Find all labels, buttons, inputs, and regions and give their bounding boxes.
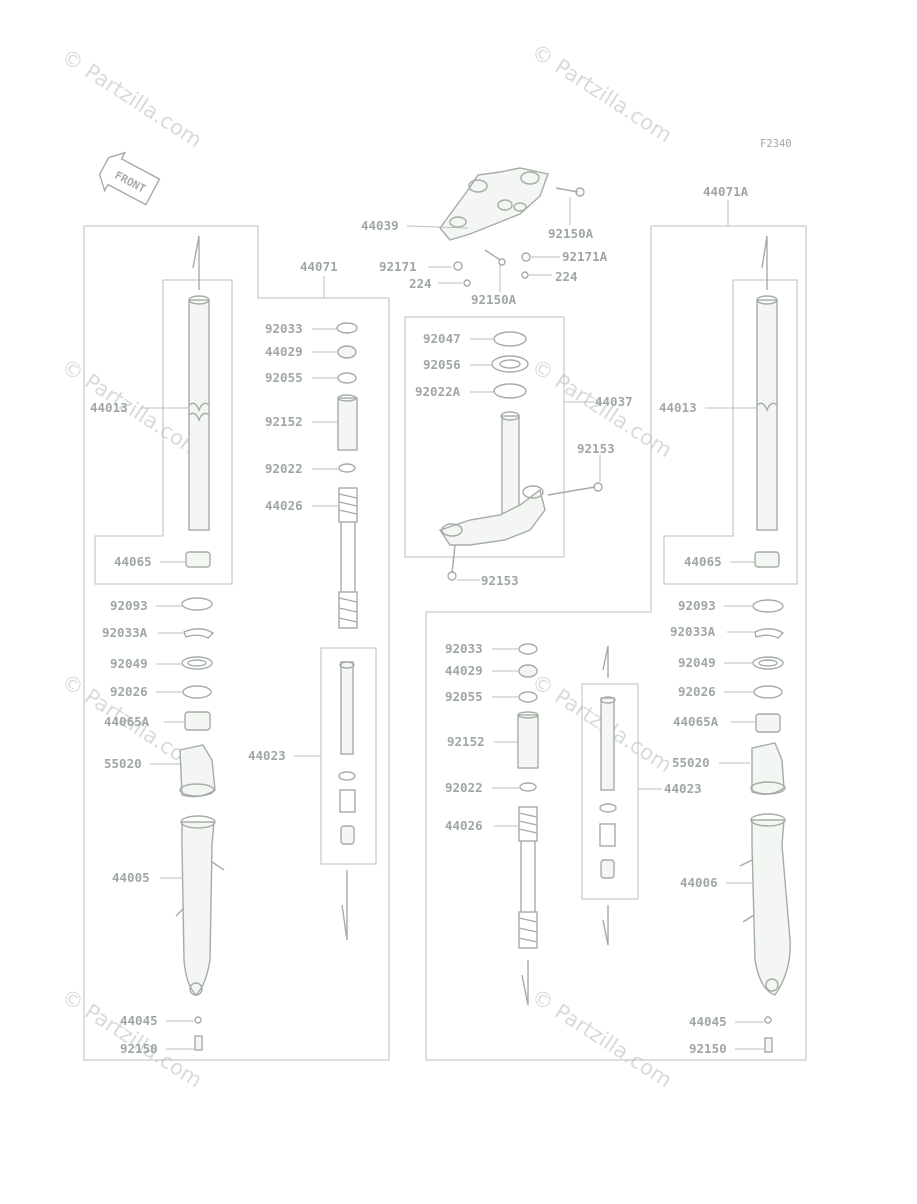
- part-label[interactable]: 92033: [445, 641, 483, 656]
- part-label[interactable]: 92033: [265, 321, 303, 336]
- part-label[interactable]: 44006: [680, 875, 718, 890]
- part-label[interactable]: 92093: [110, 598, 148, 613]
- part-label[interactable]: 92022: [265, 461, 303, 476]
- right-damper-parts: [517, 643, 617, 1006]
- figure-reference-code: F2340: [760, 138, 792, 150]
- part-label[interactable]: 92150A: [548, 226, 594, 241]
- part-label[interactable]: 92049: [678, 655, 716, 670]
- part-label[interactable]: 44013: [90, 400, 128, 415]
- part-label[interactable]: 92152: [447, 734, 485, 749]
- part-label[interactable]: 44065A: [104, 714, 150, 729]
- part-label[interactable]: 92153: [481, 573, 519, 588]
- watermark: © Partzilla.com: [57, 984, 206, 1092]
- part-label[interactable]: 92026: [678, 684, 716, 699]
- part-label[interactable]: 92171: [379, 259, 417, 274]
- right-inner-tube: [756, 235, 778, 531]
- part-label[interactable]: 44071A: [703, 184, 749, 199]
- part-label[interactable]: 224: [555, 269, 578, 284]
- part-label[interactable]: 44029: [265, 344, 303, 359]
- part-label[interactable]: 44065: [684, 554, 722, 569]
- part-label[interactable]: 92055: [265, 370, 303, 385]
- right-damper-leaders: [492, 648, 662, 827]
- left-damper-leaders: [294, 328, 339, 757]
- part-label[interactable]: 44023: [248, 748, 286, 763]
- watermark: © Partzilla.com: [57, 44, 206, 152]
- part-label[interactable]: 55020: [104, 756, 142, 771]
- part-label[interactable]: 92033A: [102, 625, 148, 640]
- steering-stem: [438, 331, 603, 581]
- watermark: © Partzilla.com: [527, 39, 676, 147]
- part-label[interactable]: 92026: [110, 684, 148, 699]
- part-label[interactable]: 92150: [120, 1041, 158, 1056]
- part-label[interactable]: 44065A: [673, 714, 719, 729]
- part-label[interactable]: 44065: [114, 554, 152, 569]
- part-label[interactable]: 92093: [678, 598, 716, 613]
- part-label[interactable]: 44005: [112, 870, 150, 885]
- part-label[interactable]: 92171A: [562, 249, 608, 264]
- part-label[interactable]: 92055: [445, 689, 483, 704]
- front-tag-text: FRONT: [112, 169, 148, 196]
- part-labels: 44071 44071A 44039 92150A 92171 224 9215…: [90, 184, 749, 1056]
- watermark: © Partzilla.com: [527, 984, 676, 1092]
- part-label[interactable]: 92153: [577, 441, 615, 456]
- left-inner-tube: [188, 235, 210, 531]
- left-lower-parts: [175, 551, 225, 1051]
- part-label[interactable]: 92150: [689, 1041, 727, 1056]
- upper-bracket: [439, 167, 585, 287]
- part-label[interactable]: 92152: [265, 414, 303, 429]
- part-label[interactable]: 44026: [265, 498, 303, 513]
- part-label[interactable]: 44037: [595, 394, 633, 409]
- right-leader-lines: [705, 407, 764, 1050]
- part-label[interactable]: 44045: [120, 1013, 158, 1028]
- front-arrow-icon: FRONT: [98, 151, 161, 206]
- part-label[interactable]: 44026: [445, 818, 483, 833]
- part-label[interactable]: 44039: [361, 218, 399, 233]
- part-label[interactable]: 44029: [445, 663, 483, 678]
- part-label[interactable]: 44045: [689, 1014, 727, 1029]
- left-leader-lines: [140, 407, 194, 1050]
- part-label[interactable]: 92049: [110, 656, 148, 671]
- right-lower-parts: [739, 551, 791, 1053]
- assembly-frames: [83, 200, 807, 1061]
- part-label[interactable]: 44023: [664, 781, 702, 796]
- part-label[interactable]: 92150A: [471, 292, 517, 307]
- part-label[interactable]: 92056: [423, 357, 461, 372]
- part-label[interactable]: 92033A: [670, 624, 716, 639]
- part-label[interactable]: 55020: [672, 755, 710, 770]
- part-label[interactable]: 92022A: [415, 384, 461, 399]
- part-label[interactable]: 44013: [659, 400, 697, 415]
- left-damper-parts: [336, 322, 358, 941]
- part-label[interactable]: 44071: [300, 259, 338, 274]
- part-label[interactable]: 224: [409, 276, 432, 291]
- part-label[interactable]: 92047: [423, 331, 461, 346]
- part-label[interactable]: 92022: [445, 780, 483, 795]
